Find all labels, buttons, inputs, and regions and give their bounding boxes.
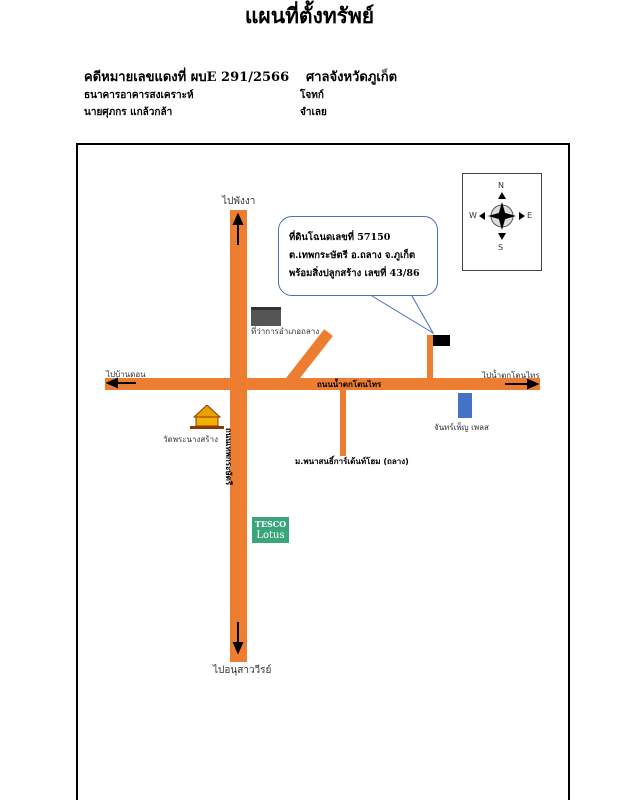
road-thepkrasattri bbox=[230, 210, 247, 662]
label-road-v: ถนนเทพกระษัตรี bbox=[224, 427, 234, 486]
label-village: ม.พนาสนธิ์การ์เด้นท์โฮม (ถลาง) bbox=[295, 457, 409, 466]
property-callout: ที่ดินโฉนดเลขที่ 57150 ต.เทพกระษัตรี อ.ถ… bbox=[278, 216, 438, 296]
callout-line: ต.เทพกระษัตรี อ.ถลาง จ.ภูเก็ต bbox=[289, 250, 416, 261]
callout-line: พร้อมสิ่งปลูกสร้าง เลขที่ 43/86 bbox=[289, 268, 420, 279]
temple-icon bbox=[190, 405, 224, 429]
defendant-role: จำเลย bbox=[300, 107, 327, 118]
arrow-south-icon bbox=[232, 642, 244, 655]
location-map bbox=[76, 143, 570, 800]
mall-marker bbox=[458, 393, 472, 418]
court-name: ศาลจังหวัดภูเก็ต bbox=[306, 70, 398, 85]
road-namtok-tonsai bbox=[105, 378, 540, 390]
road-to-property bbox=[427, 335, 433, 380]
plaintiff-role: โจทก์ bbox=[300, 90, 324, 101]
arrow-east-icon bbox=[527, 378, 540, 390]
road-to-village bbox=[340, 388, 346, 456]
label-district-office: ที่ว่าการอำเภอถลาง bbox=[251, 327, 320, 336]
page-title: แผนที่ตั้งทรัพย์ bbox=[244, 3, 375, 28]
lotus-text: Lotus bbox=[256, 530, 285, 541]
compass-s: S bbox=[498, 243, 504, 252]
defendant-name: นายศุภกร แกล้วกล้า bbox=[84, 107, 173, 118]
compass-e: E bbox=[527, 211, 533, 220]
label-to-bandon: ไปบ้านดอน bbox=[106, 370, 146, 379]
compass-n: N bbox=[498, 181, 504, 190]
label-to-phangnga: ไปพังงา bbox=[222, 196, 256, 207]
arrow-west-icon bbox=[105, 377, 118, 389]
compass-box: N S E W bbox=[462, 173, 542, 271]
government-building-icon bbox=[251, 307, 281, 326]
label-to-monument: ไปอนุสาววีรย์ bbox=[213, 665, 272, 676]
tesco-lotus-logo: TESCO Lotus bbox=[252, 517, 289, 543]
arrow-north-icon bbox=[232, 212, 244, 225]
plaintiff-name: ธนาคารอาคารสงเคราะห์ bbox=[84, 90, 194, 101]
tesco-text: TESCO bbox=[254, 519, 287, 529]
case-number: คดีหมายเลขแดงที่ ผบE 291/2566 bbox=[84, 70, 290, 85]
label-mall: จันทร์เพ็ญ เพลส bbox=[434, 423, 489, 432]
callout-line: ที่ดินโฉนดเลขที่ 57150 bbox=[289, 232, 391, 243]
property-marker bbox=[433, 335, 450, 346]
compass-w: W bbox=[469, 211, 477, 220]
label-to-waterfall: ไปน้ำตกโตนไทร bbox=[482, 371, 540, 380]
label-temple: วัดพระนางสร้าง bbox=[163, 435, 218, 444]
callout-tail bbox=[371, 295, 435, 335]
label-road-h: ถนนน้ำตกโตนไทร bbox=[317, 380, 382, 389]
compass-rose-icon bbox=[479, 192, 525, 240]
